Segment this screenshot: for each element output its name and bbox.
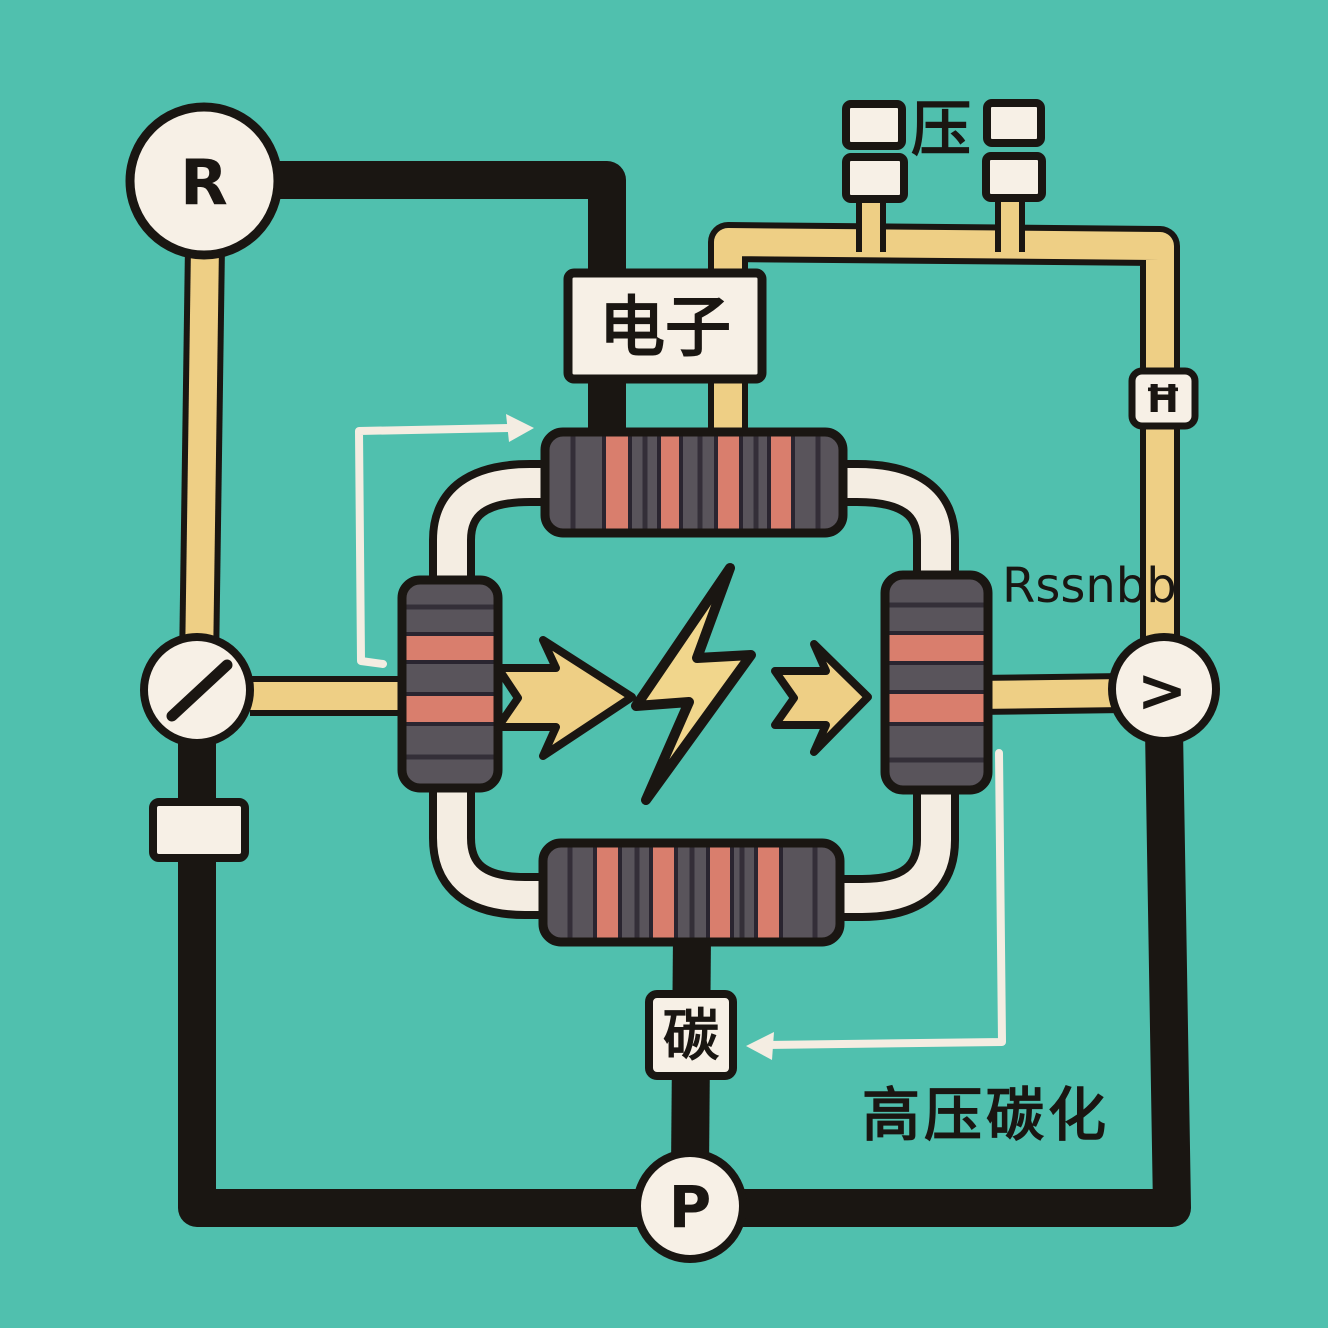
- node-p-label: P: [669, 1173, 712, 1241]
- resistor-bottom: [538, 838, 845, 947]
- wire-right-to-bottom-resistor-core: [815, 782, 951, 913]
- meter-needle-icon: [166, 659, 233, 722]
- resistor-bottom-band-1: [593, 843, 622, 942]
- resistor-bottom-band-3: [706, 843, 734, 942]
- annotation-arrow-to-top-resistor: [355, 424, 516, 668]
- flow-arrow-left-icon: [494, 636, 636, 760]
- wire-top-to-left-resistor-core: [437, 468, 572, 588]
- node-r-label: R: [180, 146, 228, 219]
- white-inner-wires: [429, 460, 959, 921]
- lightning-bolt-icon: [631, 563, 756, 805]
- h-marker-label: Ħ: [1145, 377, 1182, 421]
- wire-r-to-meter-core: [185, 244, 219, 666]
- carbon-box-frame: [645, 990, 737, 1080]
- resistor-top-body: [545, 432, 843, 533]
- capacitor-right-plate-top: [983, 99, 1045, 147]
- resistor-left-band-2: [402, 692, 498, 726]
- capacitor-right: [982, 99, 1046, 202]
- resistor-top-band-3: [714, 432, 743, 533]
- capacitor-left-plate-top: [842, 100, 906, 150]
- wire-left-to-bottom-resistor-core: [437, 782, 572, 911]
- resistor-right: [880, 570, 993, 795]
- resistor-left-band-1: [402, 632, 498, 664]
- resistor-top-band-1: [602, 432, 632, 533]
- caption-text: 高压碳化: [862, 1081, 1110, 1149]
- node-r-circle: [125, 102, 283, 260]
- node-p-circle: [633, 1149, 747, 1263]
- resistor-right-band-2: [885, 690, 988, 726]
- resistor-bottom-band-2: [649, 843, 678, 942]
- resistor-left-outline: [397, 575, 503, 793]
- resistor-right-outline: [880, 570, 993, 795]
- annotation-arrows: [355, 414, 1006, 1060]
- carbon-box: 碳: [645, 990, 737, 1080]
- node-meter: [140, 633, 254, 747]
- node-p: P: [633, 1149, 747, 1263]
- resistor-left: [397, 575, 503, 793]
- flow-arrow-right-icon: [771, 640, 872, 756]
- electron-box-label: 电子: [599, 289, 731, 366]
- resistor-top-band-4: [767, 432, 795, 533]
- annotation-arrowhead-left-icon: [746, 1032, 774, 1060]
- node-compare: >: [1108, 633, 1220, 745]
- wire-right-resistor-to-compare-core: [974, 679, 1126, 709]
- wire-top-to-right-resistor-core: [815, 468, 951, 583]
- resistor-top: [540, 427, 848, 538]
- electron-box: 电子: [563, 268, 767, 384]
- annotation-arrow-to-carbon-box: [762, 749, 1006, 1049]
- capacitor-right-plate-bottom: [982, 152, 1046, 202]
- resistor-left-body: [402, 580, 498, 788]
- node-compare-circle: [1108, 633, 1220, 745]
- pressure-label: 压: [911, 95, 971, 165]
- h-marker-frame: [1128, 367, 1199, 430]
- discharge-graphics: [494, 563, 872, 805]
- node-r: R: [125, 102, 283, 260]
- blank-component-box: [149, 798, 249, 862]
- resistor-top-band-2: [657, 432, 683, 533]
- resistor-top-outline: [540, 427, 848, 538]
- handwritten-note: Rssnbb: [1002, 558, 1177, 614]
- node-compare-label: >: [1137, 656, 1187, 726]
- capacitor-left-plate-bottom: [842, 153, 908, 203]
- annotation-arrowhead-right-icon: [506, 414, 534, 442]
- carbon-box-label: 碳: [663, 1004, 720, 1069]
- electron-box-frame: [563, 268, 767, 384]
- capacitor-left: [842, 100, 908, 203]
- resistor-bottom-band-4: [754, 843, 783, 942]
- h-marker-box: Ħ: [1128, 367, 1199, 430]
- resistor-bottom-outline: [538, 838, 845, 947]
- resistor-right-band-1: [885, 631, 988, 665]
- resistor-right-body: [885, 575, 988, 790]
